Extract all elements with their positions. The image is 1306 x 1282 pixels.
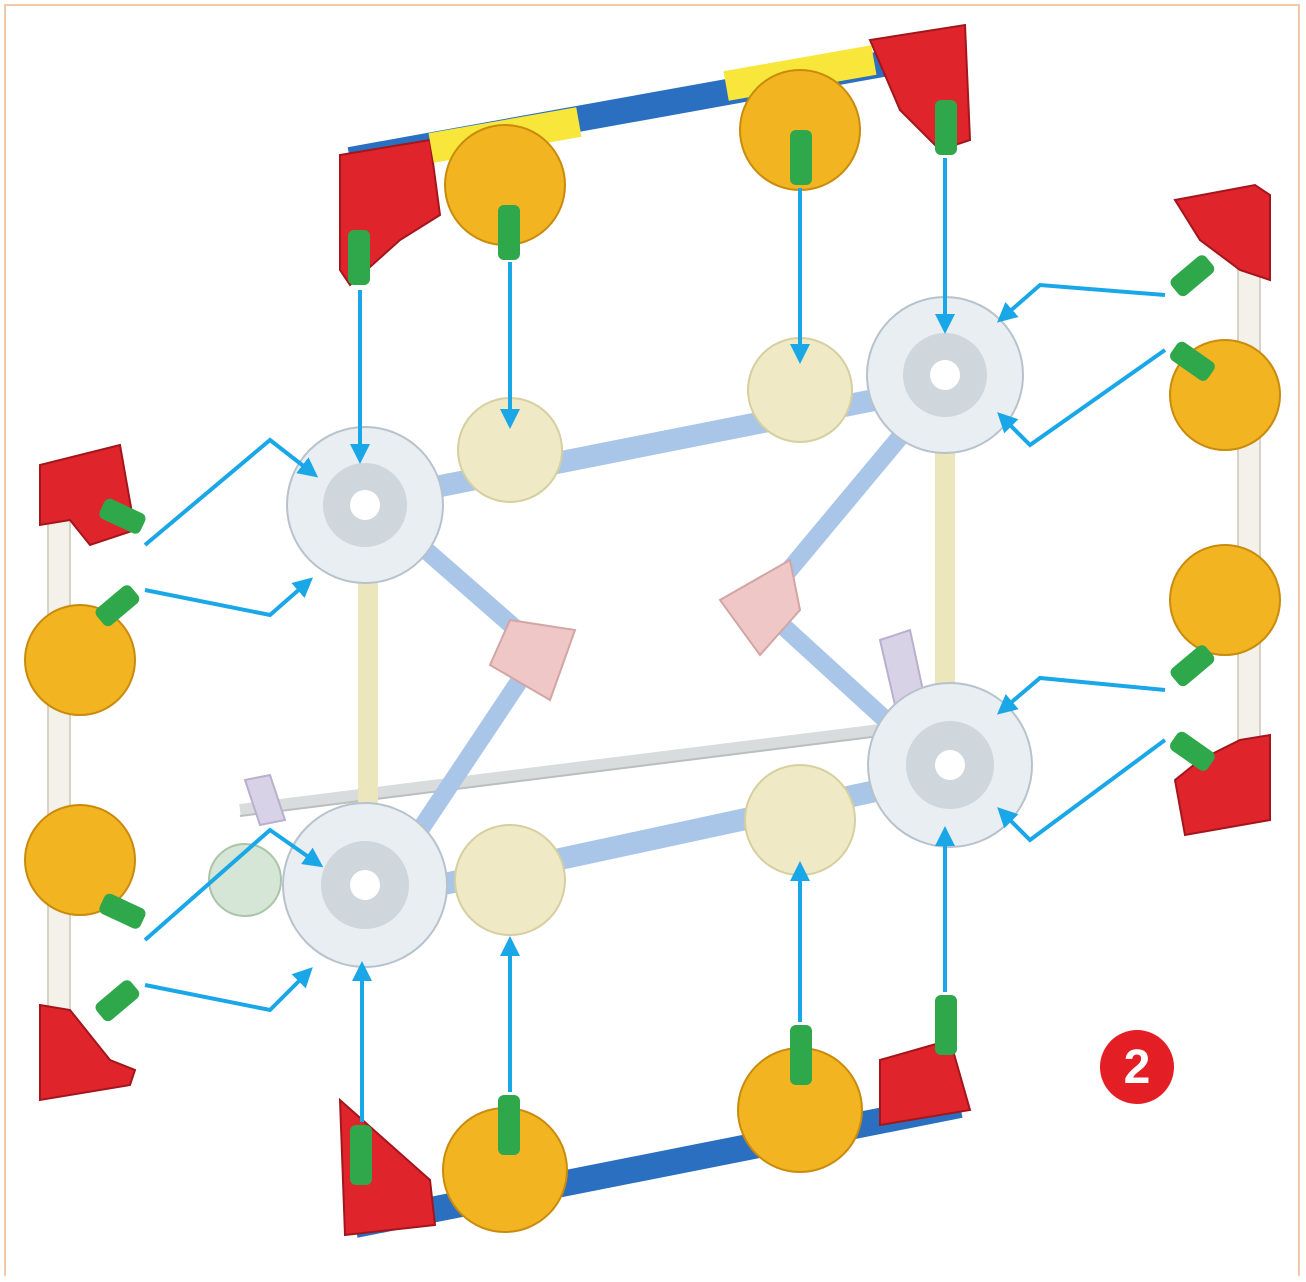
- bottom-green-peg-2: [498, 1095, 520, 1155]
- right-green-peg-3: [1170, 645, 1215, 687]
- left-green-peg-2: [95, 585, 140, 627]
- left-green-peg-3: [99, 893, 146, 929]
- top-green-peg-4: [935, 100, 957, 155]
- bottom-frame: [338, 995, 972, 1238]
- white-hub-top-right: [866, 296, 1024, 454]
- page-border: [4, 4, 1300, 1276]
- cream-connector-bottom-left: [454, 824, 566, 936]
- top-green-peg-3: [790, 130, 812, 185]
- arrow-right-2: [997, 348, 1167, 448]
- left-green-peg-4: [95, 980, 140, 1022]
- step-number-badge: 2: [1100, 1030, 1174, 1104]
- pale-green-connector: [208, 843, 282, 917]
- arrow-right-3: [996, 675, 1166, 715]
- assembly-arrows: [143, 158, 1167, 1122]
- left-yellow-connector-upper: [24, 604, 136, 716]
- lavender-clip-left: [243, 773, 287, 827]
- arrow-right-4: [997, 738, 1167, 843]
- cream-connector-bottom-right: [744, 764, 856, 876]
- right-green-peg-4: [1170, 731, 1215, 771]
- right-green-peg-1: [1170, 255, 1215, 297]
- left-white-rod: [47, 499, 71, 1061]
- left-green-peg-1: [99, 498, 146, 534]
- top-green-peg-1: [348, 230, 370, 285]
- right-green-peg-2: [1170, 341, 1215, 381]
- bottom-green-peg-1: [350, 1125, 372, 1185]
- step-number: 2: [1123, 1040, 1151, 1094]
- arrow-right-1: [996, 282, 1166, 323]
- left-yellow-connector-lower: [24, 804, 136, 916]
- top-green-peg-2: [498, 205, 520, 260]
- right-red-corner-top: [1173, 183, 1271, 282]
- pink-connector-right: [718, 558, 802, 657]
- white-hub-bottom-left: [282, 802, 448, 968]
- top-frame: [339, 23, 972, 287]
- right-yellow-connector-lower: [1169, 544, 1281, 656]
- bottom-green-peg-4: [935, 995, 957, 1055]
- pink-connector-left: [488, 618, 577, 702]
- arrow-left-4: [144, 967, 313, 1013]
- white-hub-top-left: [286, 426, 444, 584]
- left-red-corner-bottom: [39, 1003, 137, 1102]
- left-frame: [24, 443, 146, 1102]
- bottom-red-corner-right: [879, 1038, 972, 1127]
- white-hub-bottom-right: [867, 682, 1033, 848]
- cube-core-assembly: [208, 296, 1033, 968]
- right-frame: [1169, 183, 1281, 837]
- top-front-rod: [367, 374, 953, 511]
- bottom-green-peg-3: [790, 1025, 812, 1085]
- arrow-left-3: [143, 827, 324, 942]
- arrow-left-1: [143, 437, 319, 547]
- arrow-left-2: [144, 577, 314, 618]
- right-white-rod: [1237, 229, 1261, 791]
